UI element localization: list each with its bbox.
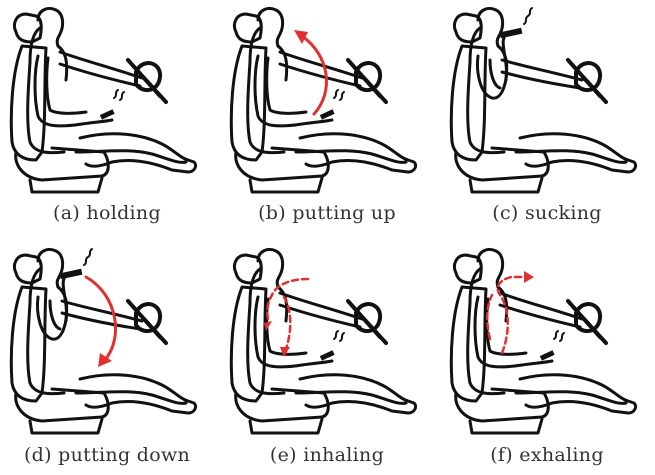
panel-sucking: (c) sucking — [442, 2, 652, 234]
panel-exhaling: (f) exhaling — [442, 243, 652, 475]
driver-sucking-illustration — [449, 6, 638, 194]
caption-e: (e) inhaling — [269, 444, 385, 466]
driver-holding-illustration — [9, 6, 198, 194]
caption-a: (a) holding — [53, 202, 161, 224]
caption-f: (f) exhaling — [490, 444, 604, 466]
driver-putting-down-illustration — [9, 247, 198, 435]
caption-d: (d) putting down — [23, 444, 191, 466]
exhale-airflow-arrows — [486, 271, 534, 355]
panel-holding: (a) holding — [2, 2, 212, 234]
driver-inhaling-illustration — [229, 247, 418, 435]
panel-putting-down: (d) putting down — [2, 243, 212, 475]
panel-inhaling: (e) inhaling — [222, 243, 432, 475]
driver-exhaling-illustration — [449, 247, 638, 435]
inhale-airflow-arrows — [264, 277, 310, 357]
driver-putting-up-illustration — [229, 6, 418, 194]
panel-putting-up: (b) putting up — [222, 2, 432, 234]
caption-c: (c) sucking — [492, 202, 602, 224]
caption-b: (b) putting up — [258, 202, 396, 224]
downward-arrow — [84, 275, 118, 367]
upward-arrow — [294, 30, 328, 116]
